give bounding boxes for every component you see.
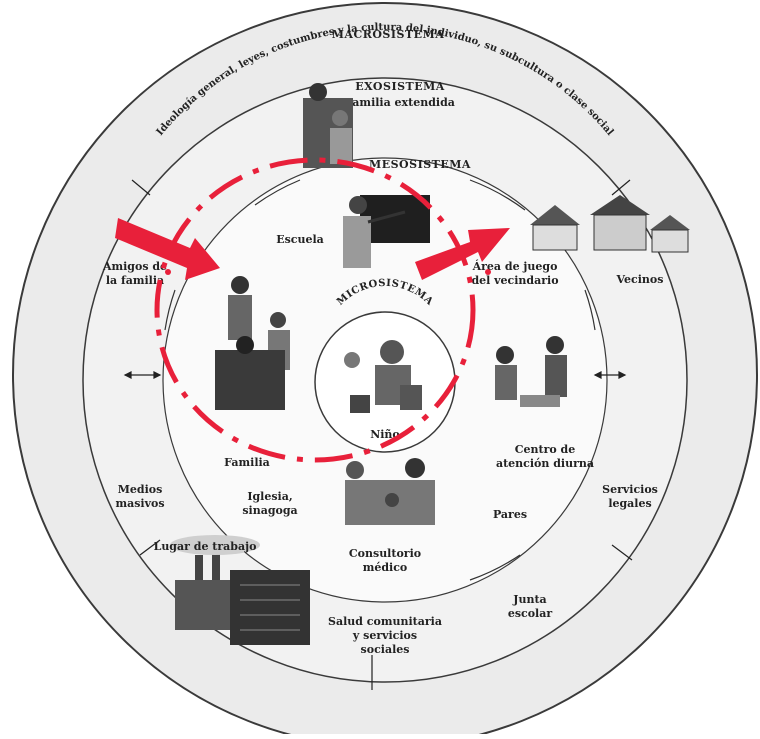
school-label: Escuela [276,233,324,246]
connector-arrows [123,179,633,690]
red-arrow-left [115,218,220,280]
extended-family-illustration [303,83,353,168]
red-dashed-highlight-circle [154,157,476,463]
doctor-label-line2: médico [363,561,408,574]
school-teacher-illustration [343,195,430,268]
red-arrow-right [415,228,510,280]
church-label-line1: Iglesia, [247,490,292,503]
neighbors-houses-illustration [530,195,690,253]
extended-family-label: Familia extendida [345,96,455,109]
daycare-children-illustration [495,336,567,407]
legal-services-label-line1: Servicios [602,483,658,496]
doctor-label-line1: Consultorio [349,547,421,560]
community-health-label-line2: y servicios [352,629,417,642]
playground-label-line2: del vecindario [471,274,558,287]
school-board-label-line2: escolar [508,607,553,620]
neighbors-label: Vecinos [616,273,664,286]
mass-media-label-line1: Medios [118,483,163,496]
family-illustration [215,276,290,410]
church-label-line2: sinagoga [242,504,297,517]
macrosystem-title: MACROSISTEMA [332,28,445,41]
daycare-label-line1: Centro de [515,443,575,456]
child-label: Niño [370,428,400,441]
peers-label: Pares [493,508,527,521]
exosystem-title: EXOSISTEMA [355,80,445,93]
red-dots [165,269,491,275]
doctor-office-illustration [345,458,435,525]
playground-label-line1: Área de juego [472,259,558,273]
legal-services-label-line2: legales [608,497,651,510]
workplace-factory-illustration [170,535,310,645]
mesosystem-flow-arrows [164,179,596,581]
community-health-label-line1: Salud comunitaria [328,615,442,628]
community-health-label-line3: sociales [361,643,410,656]
family-label: Familia [224,456,270,469]
school-board-label-line1: Junta [512,593,546,606]
mass-media-label-line2: masivos [115,497,164,510]
family-friends-label-line2: la familia [106,274,164,287]
child-playing-illustration [344,340,422,413]
family-friends-label-line1: Amigos de [102,260,167,273]
workplace-label: Lugar de trabajo [154,540,257,553]
mesosystem-title: MESOSISTEMA [369,158,471,171]
daycare-label-line2: atención diurna [496,457,594,470]
